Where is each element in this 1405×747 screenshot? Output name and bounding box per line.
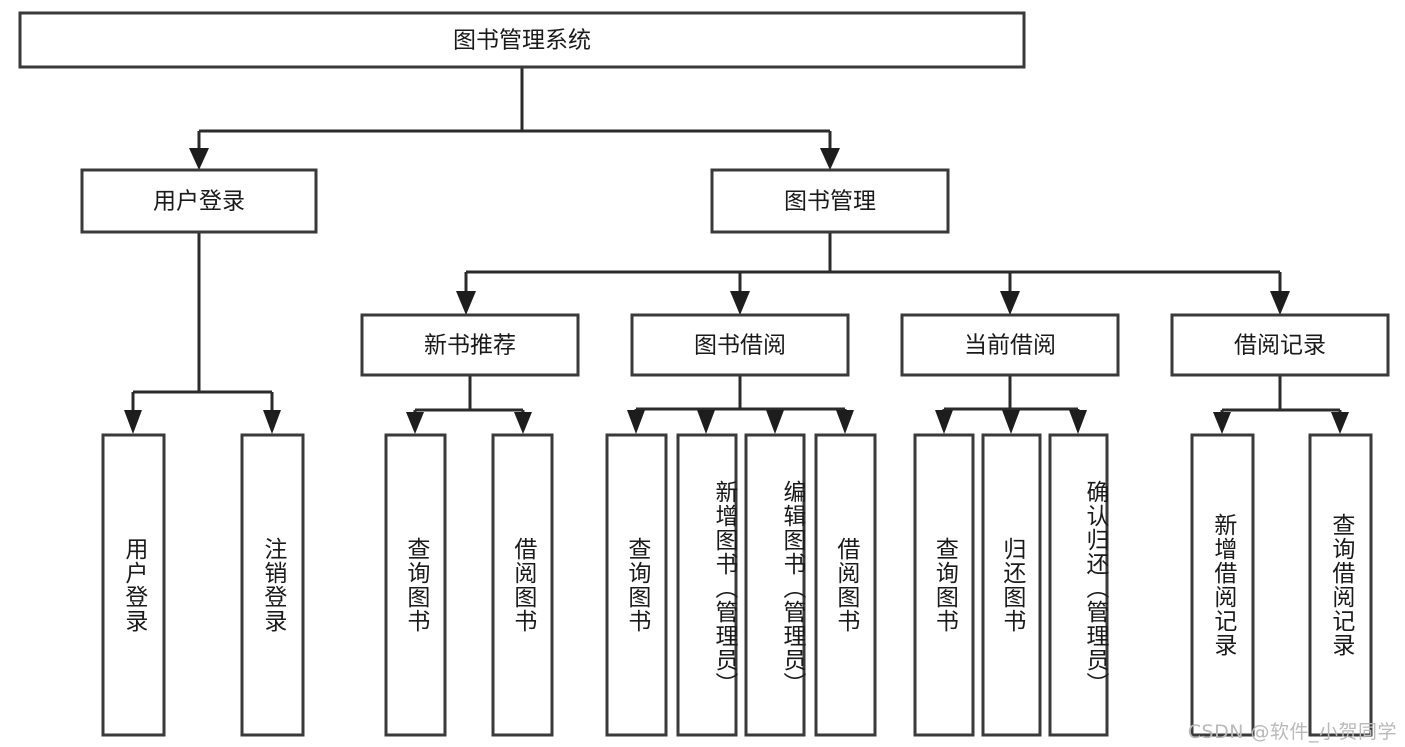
arrow-head-leaf-borrow-book-1 <box>514 412 532 434</box>
node-root-label: 图书管理系统 <box>453 28 591 54</box>
arrow-head-user-login <box>189 148 209 170</box>
node-leaf-confirm-return-box[interactable] <box>1048 433 1109 737</box>
node-current-borrow-box[interactable] <box>900 313 1120 377</box>
connector-group-user-login <box>124 232 281 434</box>
node-root-box[interactable] <box>18 11 1026 69</box>
arrow-head-leaf-user-login <box>124 410 142 434</box>
arrow-head-new-book-rec <box>456 291 476 315</box>
arrow-head-leaf-return-book <box>1002 410 1020 434</box>
connector-group-borrow-record <box>1213 375 1349 434</box>
node-book-borrow-label: 图书借阅 <box>694 333 786 359</box>
node-user-login-box[interactable] <box>80 168 318 234</box>
arrow-head-leaf-confirm-return <box>1069 410 1087 434</box>
connector-group-book-borrow <box>627 375 854 434</box>
node-leaf-borrow-book-2-box[interactable] <box>814 433 877 737</box>
node-new-book-rec[interactable]: 新书推荐 <box>360 313 580 377</box>
arrow-head-book-borrow <box>730 291 750 315</box>
node-leaf-add-record-box[interactable] <box>1190 433 1255 737</box>
node-user-login-label: 用户登录 <box>153 189 245 215</box>
connector-group-current-borrow <box>935 375 1087 434</box>
node-leaf-query-record-box[interactable] <box>1308 433 1373 737</box>
node-book-borrow-box[interactable] <box>630 313 850 377</box>
node-leaf-add-book-box[interactable] <box>676 433 738 737</box>
node-borrow-record[interactable]: 借阅记录 <box>1170 313 1390 377</box>
node-leaf-query-book-1-box[interactable] <box>384 433 447 737</box>
node-book-manage-label: 图书管理 <box>784 189 876 215</box>
arrow-head-leaf-borrow-book-2 <box>836 410 854 434</box>
arrow-head-current-borrow <box>1000 291 1020 315</box>
arrow-head-leaf-query-book-1 <box>406 412 424 434</box>
node-new-book-rec-box[interactable] <box>360 313 580 377</box>
node-leaf-logout-box[interactable] <box>240 433 305 737</box>
arrow-head-leaf-logout <box>263 410 281 434</box>
node-current-borrow-label: 当前借阅 <box>964 333 1056 359</box>
node-user-login[interactable]: 用户登录 <box>80 168 318 234</box>
arrow-head-leaf-add-record <box>1213 412 1231 434</box>
watermark-text: CSDN @软件_小贺同学 <box>1187 721 1397 743</box>
node-root[interactable]: 图书管理系统 <box>18 11 1026 69</box>
node-leaf-edit-book-box[interactable] <box>744 433 806 737</box>
node-leaf-return-book-box[interactable] <box>981 433 1042 737</box>
node-borrow-record-label: 借阅记录 <box>1234 333 1326 359</box>
arrow-head-leaf-add-book <box>697 410 715 434</box>
connector-group-book-manage <box>456 232 1290 315</box>
node-book-manage-box[interactable] <box>710 168 950 234</box>
arrow-head-leaf-query-book-2 <box>627 410 645 434</box>
arrow-head-leaf-query-record <box>1331 412 1349 434</box>
arrow-head-leaf-query-book-3 <box>935 410 953 434</box>
arrow-head-borrow-record <box>1270 291 1290 315</box>
node-leaf-query-book-3-box[interactable] <box>913 433 975 737</box>
node-book-borrow[interactable]: 图书借阅 <box>630 313 850 377</box>
node-leaf-user-login-box[interactable] <box>101 433 166 737</box>
node-leaf-borrow-book-1-box[interactable] <box>491 433 554 737</box>
node-current-borrow[interactable]: 当前借阅 <box>900 313 1120 377</box>
node-borrow-record-box[interactable] <box>1170 313 1390 377</box>
arrow-head-book-manage <box>820 148 840 170</box>
connector-group-new-book-rec <box>406 375 532 434</box>
connector-group-root <box>189 67 840 170</box>
node-new-book-rec-label: 新书推荐 <box>424 333 516 359</box>
node-leaf-query-book-2-box[interactable] <box>605 433 668 737</box>
node-book-manage[interactable]: 图书管理 <box>710 168 950 234</box>
arrow-head-leaf-edit-book <box>766 410 784 434</box>
